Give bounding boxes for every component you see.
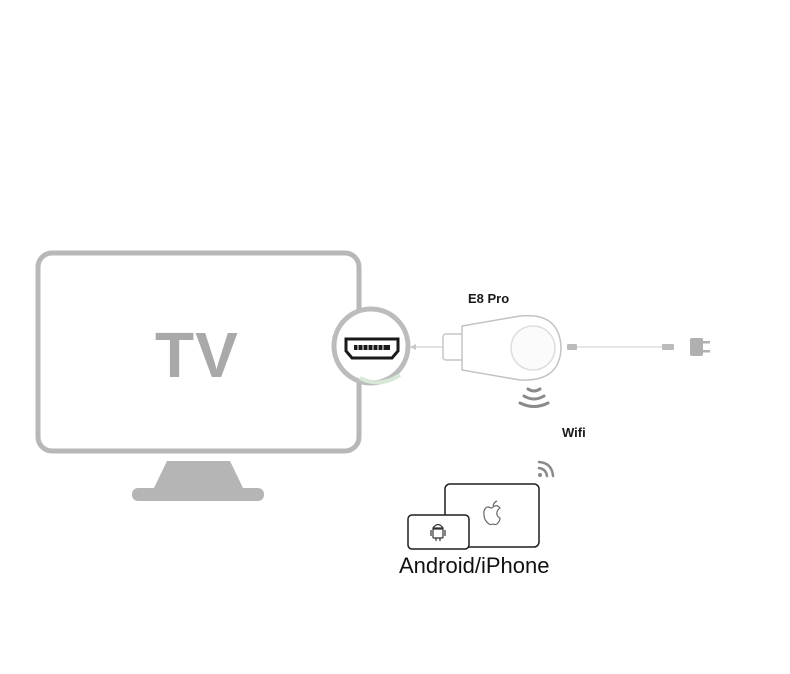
tv-label: TV — [155, 319, 239, 391]
android-device — [407, 514, 470, 550]
tv-stand-base — [132, 488, 264, 501]
dongle-label: E8 Pro — [468, 291, 510, 306]
wifi-signal-icon-phone — [537, 460, 555, 478]
power-cable — [567, 344, 674, 350]
hdmi-port-icon — [344, 337, 400, 360]
wifi-signal-icon-dongle — [518, 387, 550, 408]
apple-icon — [483, 500, 501, 526]
wifi-label: Wifi — [562, 425, 586, 440]
devices-label: Android/iPhone — [399, 553, 550, 578]
dongle-device — [442, 314, 562, 381]
tv-stand-neck — [153, 461, 244, 490]
android-icon — [430, 523, 446, 541]
power-plug-icon — [690, 338, 710, 356]
